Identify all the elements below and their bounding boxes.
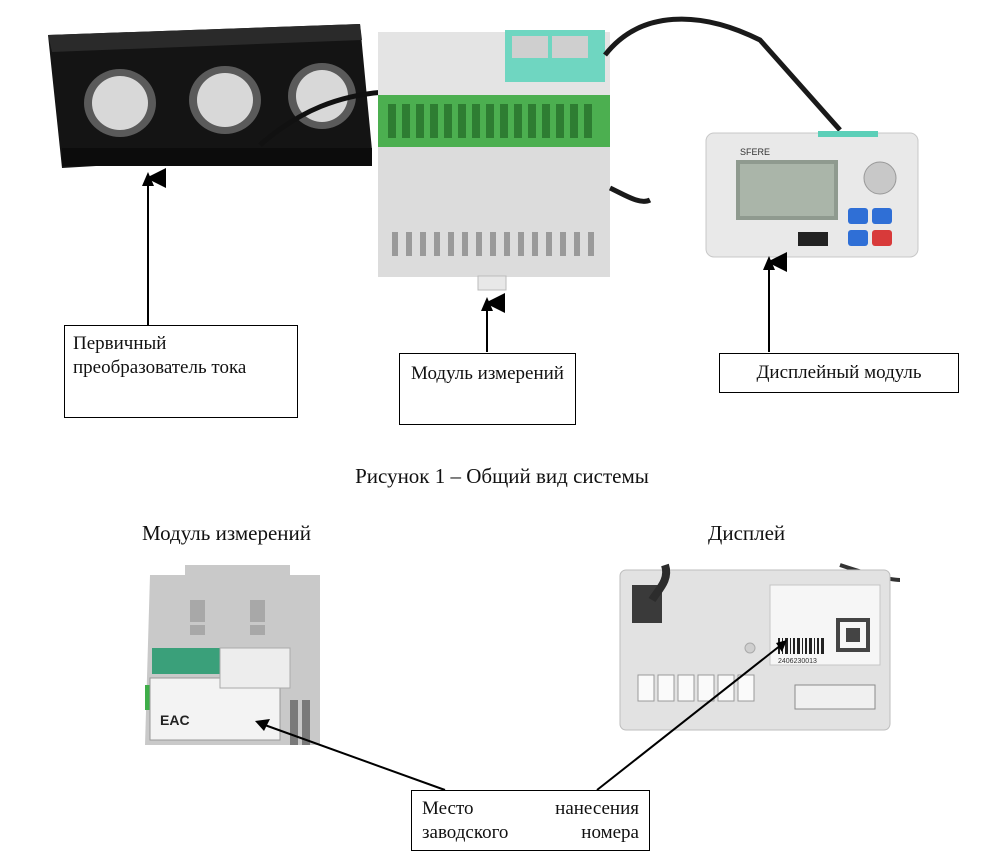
arrow-to-display-label <box>596 644 782 791</box>
display-brand-text: SFERE <box>740 147 770 157</box>
display-back-photo: 2406230013 <box>619 563 900 731</box>
figure1-arrows <box>142 168 787 352</box>
measurement-module-side-photo: EAC <box>145 565 320 745</box>
system-overview-photo: SFERE <box>48 16 919 291</box>
callout-display-module: Дисплейный модуль <box>719 353 959 393</box>
figure1-caption: Рисунок 1 – Общий вид системы <box>355 464 649 488</box>
display-module-device <box>705 131 919 258</box>
serial-number-text: 2406230013 <box>778 658 817 665</box>
callout-current-transformer: Первичный преобразователь тока <box>64 325 298 418</box>
serial-place-text: Место нанесения заводского номера <box>422 798 639 843</box>
measurement-module-device <box>378 16 842 291</box>
current-transformer-device <box>48 24 386 168</box>
measurement-module-title: Модуль измерений <box>142 521 311 545</box>
arrow-to-module-label <box>261 723 446 791</box>
callout-serial-number-place: Место нанесения заводского номера <box>411 790 650 851</box>
eac-mark: EAC <box>160 712 190 728</box>
callout-measurement-module: Модуль измерений <box>399 353 576 425</box>
display-title: Дисплей <box>708 521 786 545</box>
